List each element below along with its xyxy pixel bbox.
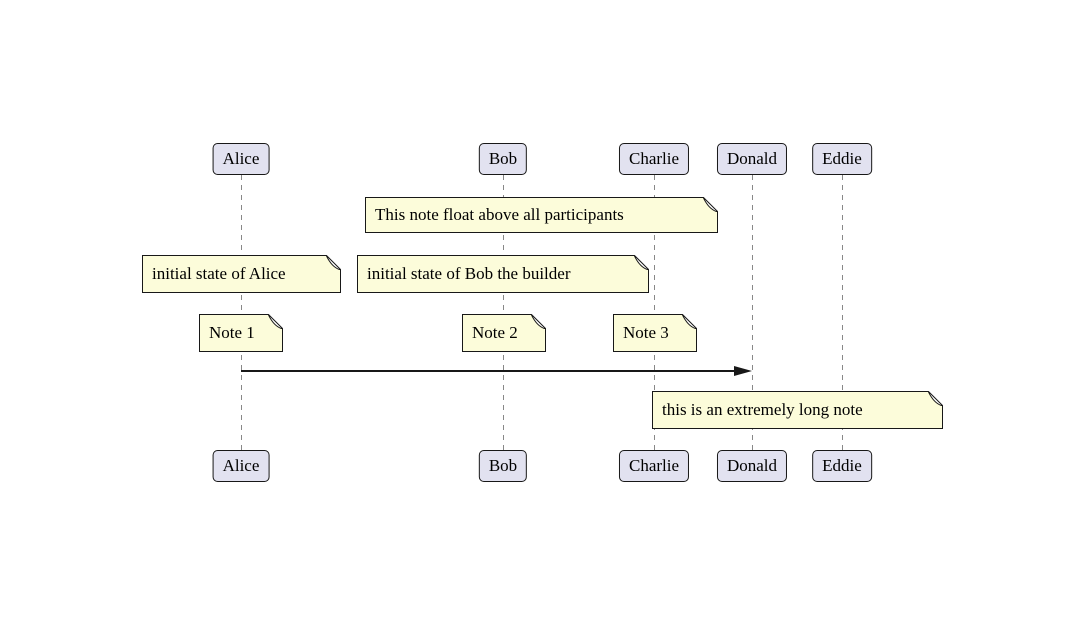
note-1: Note 1	[199, 314, 283, 352]
participant-charlie-bottom: Charlie	[618, 450, 690, 482]
note-text: Note 2	[472, 323, 518, 342]
lifeline-donald	[752, 175, 753, 451]
participant-donald-top: Donald	[716, 143, 788, 175]
note-fold-icon	[703, 197, 718, 212]
note-initial-state-bob: initial state of Bob the builder	[357, 255, 649, 293]
lifeline-bob	[503, 175, 504, 451]
lifeline-alice	[241, 175, 242, 451]
participant-bob-bottom: Bob	[478, 450, 528, 482]
note-text: This note float above all participants	[375, 205, 624, 224]
participant-alice-bottom: Alice	[212, 450, 270, 482]
note-fold-icon	[928, 391, 943, 406]
note-text: Note 3	[623, 323, 669, 342]
participant-charlie-top: Charlie	[618, 143, 690, 175]
note-2: Note 2	[462, 314, 546, 352]
note-3: Note 3	[613, 314, 697, 352]
participant-alice-top: Alice	[212, 143, 270, 175]
note-text: initial state of Alice	[152, 264, 286, 283]
lifeline-charlie	[654, 175, 655, 451]
note-float-above-participants: This note float above all participants	[365, 197, 718, 233]
participant-donald-bottom: Donald	[716, 450, 788, 482]
note-extremely-long: this is an extremely long note	[652, 391, 943, 429]
lifeline-eddie	[842, 175, 843, 451]
note-initial-state-alice: initial state of Alice	[142, 255, 341, 293]
message-arrow-line	[241, 370, 741, 372]
participant-eddie-bottom: Eddie	[812, 450, 872, 482]
note-fold-icon	[531, 314, 546, 329]
note-fold-icon	[634, 255, 649, 270]
note-text: Note 1	[209, 323, 255, 342]
message-arrowhead-icon	[734, 366, 752, 376]
note-fold-icon	[682, 314, 697, 329]
note-fold-icon	[268, 314, 283, 329]
note-text: this is an extremely long note	[662, 400, 863, 419]
participant-eddie-top: Eddie	[812, 143, 872, 175]
participant-bob-top: Bob	[478, 143, 528, 175]
note-fold-icon	[326, 255, 341, 270]
note-text: initial state of Bob the builder	[367, 264, 571, 283]
